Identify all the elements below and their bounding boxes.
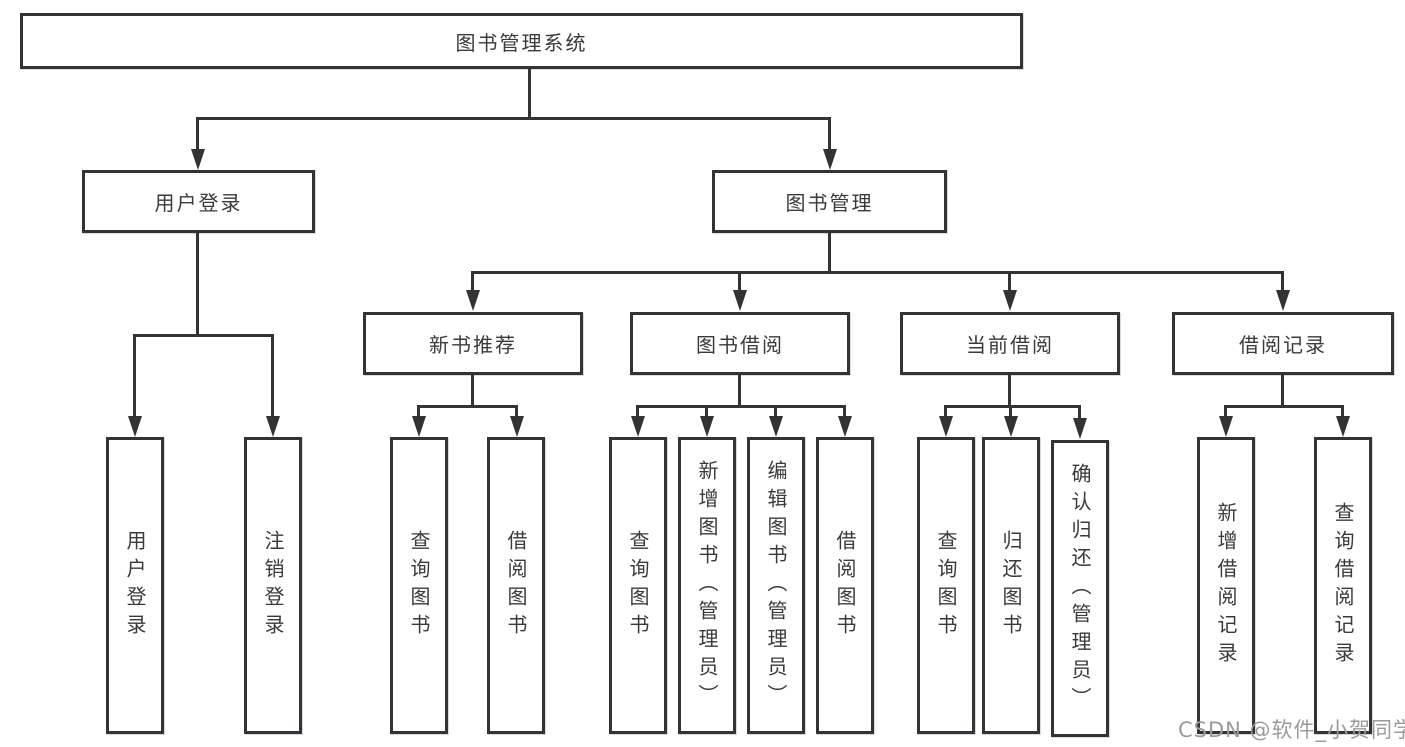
arrow-down-icon (1276, 290, 1290, 311)
csdn-watermark: CSDN @软件_小贺同学 (1178, 718, 1405, 742)
node-label: 新书推荐 (429, 333, 517, 357)
leaf-query-borrow-record: 查询借阅记录 (1314, 437, 1372, 734)
connector-line (471, 375, 474, 408)
arrow-down-icon (466, 290, 480, 311)
connector-line (133, 334, 274, 337)
leaf-logout: 注销登录 (244, 437, 302, 734)
node-label: 当前借阅 (966, 333, 1054, 357)
connector-line (471, 271, 1283, 274)
connector-line (1008, 375, 1011, 408)
arrow-down-icon (838, 416, 852, 437)
arrow-down-icon (939, 416, 953, 437)
leaf-return-books: 归还图书 (982, 437, 1040, 734)
connector-line (738, 271, 741, 291)
connector-line (471, 271, 474, 291)
connector-line (705, 405, 708, 417)
node-label: 图书借阅 (696, 333, 784, 357)
connector-line (417, 405, 420, 417)
connector-line (828, 117, 831, 151)
leaf-label: 查询图书 (626, 529, 650, 642)
leaf-label: 编辑图书（管理员） (764, 459, 788, 712)
leaf-label: 归还图书 (999, 529, 1023, 642)
arrow-down-icon (769, 416, 783, 437)
connector-line (774, 405, 777, 417)
connector-line (271, 334, 274, 418)
connector-line (1224, 405, 1343, 408)
leaf-label: 查询图书 (934, 529, 958, 642)
node-book-borrowing: 图书借阅 (630, 312, 850, 375)
leaf-query-books-recommend: 查询图书 (390, 437, 448, 734)
connector-line (1341, 405, 1344, 417)
connector-line (843, 405, 846, 417)
connector-line (515, 405, 518, 417)
leaf-label: 查询借阅记录 (1331, 501, 1355, 670)
leaf-label: 新增图书（管理员） (695, 459, 719, 712)
connector-line (944, 405, 947, 417)
node-borrowing-records: 借阅记录 (1172, 312, 1394, 375)
arrow-down-icon (1004, 416, 1018, 437)
connector-line (1224, 405, 1227, 417)
leaf-user-login: 用户登录 (106, 437, 164, 734)
connector-line (636, 405, 846, 408)
arrow-down-icon (823, 149, 837, 170)
leaf-confirm-return-admin: 确认归还（管理员） (1051, 440, 1109, 737)
leaf-edit-books-admin: 编辑图书（管理员） (747, 437, 805, 734)
leaf-label: 用户登录 (123, 529, 147, 642)
arrow-down-icon (733, 290, 747, 311)
leaf-borrow-books-recommend: 借阅图书 (487, 437, 545, 734)
leaf-query-books-borrowing: 查询图书 (609, 437, 667, 734)
node-label: 用户登录 (154, 191, 243, 215)
connector-line (528, 69, 531, 120)
arrow-down-icon (631, 416, 645, 437)
arrow-down-icon (191, 149, 205, 170)
arrow-down-icon (266, 416, 280, 437)
connector-line (636, 405, 639, 417)
connector-line (196, 117, 199, 151)
arrow-down-icon (1219, 416, 1233, 437)
leaf-label: 借阅图书 (504, 529, 528, 642)
arrow-down-icon (1073, 418, 1087, 439)
connector-line (738, 375, 741, 408)
node-current-borrowing: 当前借阅 (900, 312, 1120, 375)
arrow-down-icon (700, 416, 714, 437)
node-user-login: 用户登录 (82, 170, 315, 233)
connector-line (196, 117, 831, 120)
node-library-system: 图书管理系统 (20, 13, 1023, 69)
node-label: 图书管理系统 (455, 30, 588, 55)
connector-line (1008, 271, 1011, 291)
connector-line (196, 233, 199, 337)
connector-line (1281, 271, 1284, 291)
leaf-add-borrow-record: 新增借阅记录 (1197, 437, 1255, 734)
leaf-label: 新增借阅记录 (1214, 501, 1238, 670)
arrow-down-icon (1336, 416, 1350, 437)
leaf-label: 注销登录 (261, 529, 285, 642)
leaf-add-books-admin: 新增图书（管理员） (678, 437, 736, 734)
arrow-down-icon (510, 416, 524, 437)
connector-line (1078, 405, 1081, 419)
connector-line (133, 334, 136, 418)
connector-line (417, 405, 518, 408)
arrow-down-icon (1003, 290, 1017, 311)
connector-line (944, 405, 1081, 408)
connector-line (1281, 375, 1284, 408)
node-book-management: 图书管理 (712, 170, 947, 233)
connector-line (1009, 405, 1012, 417)
connector-line (828, 233, 831, 274)
leaf-borrow-books: 借阅图书 (816, 437, 874, 734)
leaf-label: 借阅图书 (833, 529, 857, 642)
node-label: 图书管理 (785, 191, 874, 215)
node-label: 借阅记录 (1239, 333, 1327, 357)
node-new-book-recommend: 新书推荐 (363, 312, 583, 375)
arrow-down-icon (412, 416, 426, 437)
leaf-label: 确认归还（管理员） (1068, 462, 1092, 715)
arrow-down-icon (128, 416, 142, 437)
leaf-label: 查询图书 (407, 529, 431, 642)
leaf-query-books-current: 查询图书 (917, 437, 975, 734)
